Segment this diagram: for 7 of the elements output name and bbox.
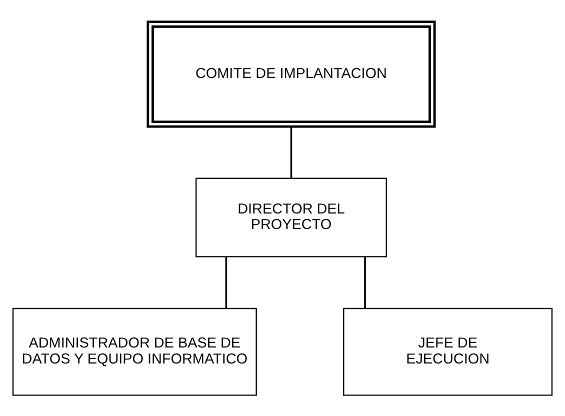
- node-box: DIRECTOR DEL PROYECTO: [195, 177, 387, 257]
- node-box: COMITE DE IMPLANTACION: [146, 20, 436, 128]
- connector: [225, 256, 228, 308]
- node-box: ADMINISTRADOR DE BASE DE DATOS Y EQUIPO INFORMATICO: [12, 307, 257, 396]
- connector: [290, 126, 292, 178]
- connector: [364, 256, 366, 308]
- node-box: JEFE DE EJECUCION: [343, 307, 553, 396]
